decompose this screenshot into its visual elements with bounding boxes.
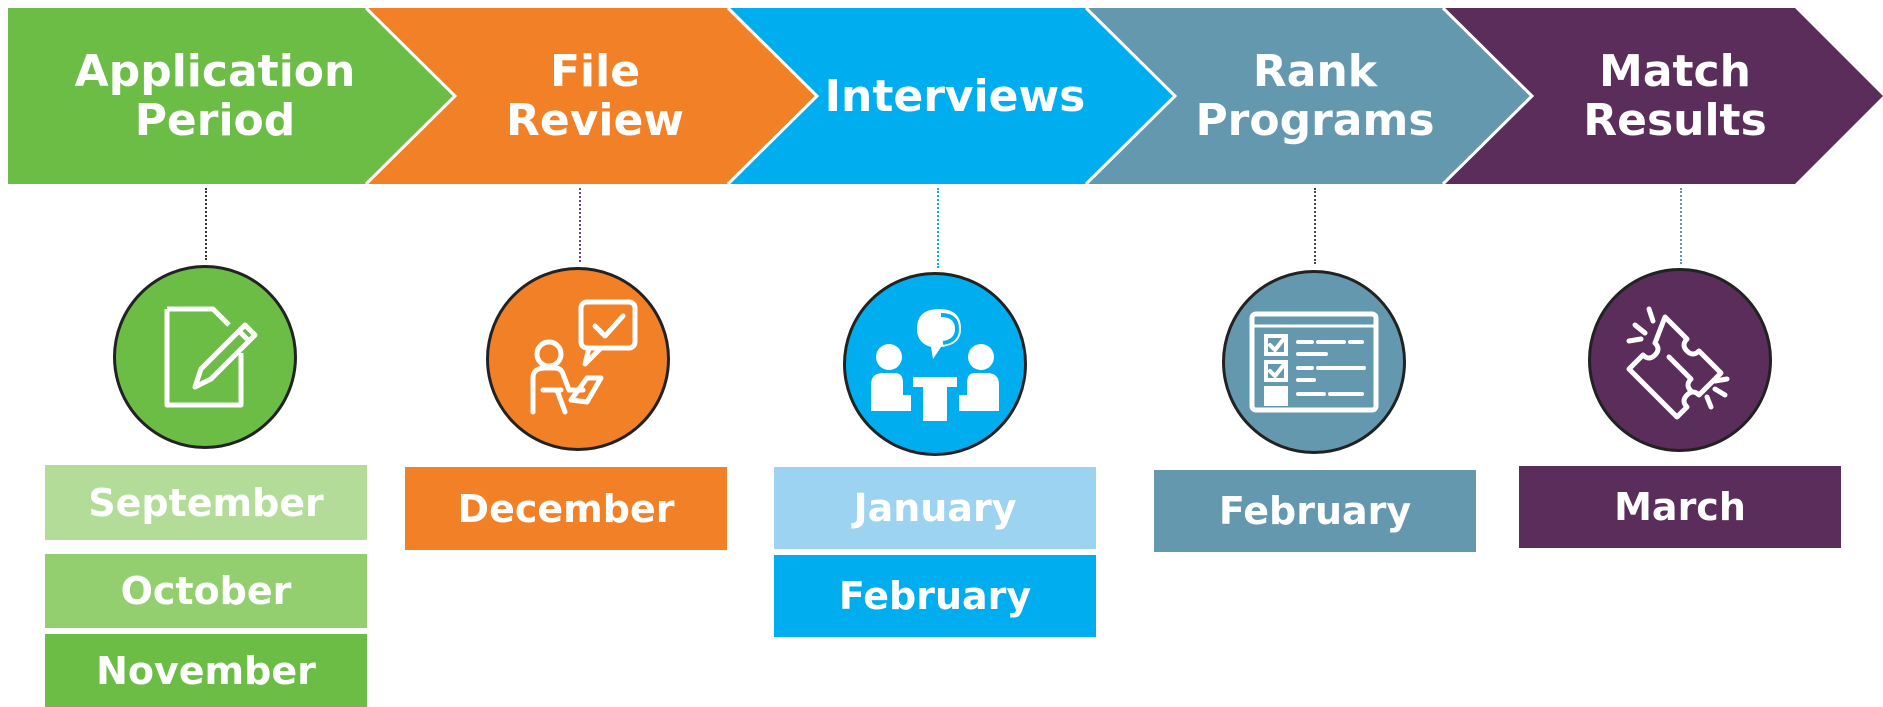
month-box-february-rank: February [1154,470,1476,552]
puzzle-icon [1626,306,1730,420]
interview-meeting-icon [871,309,999,421]
stage-label-match-results: Match Results [1530,8,1820,184]
icon-circle-application [113,265,297,449]
stage-label-line: Application [74,46,356,97]
chevron-file-review [366,8,817,184]
month-box-september: September [45,465,367,540]
icon-circle-interviews [843,272,1027,456]
stage-label-line: Results [1583,95,1767,146]
stage-label-line: Match [1599,46,1751,97]
connector-match-results [1680,188,1682,264]
connector-file-review [579,188,581,262]
connector-rank-programs [1314,188,1316,264]
stage-label-file-review: File Review [445,8,745,184]
stage-label-rank-programs: Rank Programs [1170,8,1460,184]
stage-label-line: Review [506,95,684,146]
stage-label-line: File [549,46,641,97]
chevron-interviews [728,8,1175,184]
month-box-february-interviews: February [774,555,1096,637]
stage-label-line: Interviews [824,70,1086,122]
stage-label-line: Rank [1252,46,1378,97]
month-box-october: October [45,554,367,628]
chevron-application [8,8,455,184]
stage-label-line: Period [134,95,296,146]
checklist-icon [1249,311,1379,413]
stage-label-application: Application Period [40,8,390,184]
icon-circle-file-review [486,267,670,451]
connector-interviews [937,188,939,268]
icon-circle-rank-programs [1222,270,1406,454]
stage-label-line: Programs [1195,95,1435,146]
timeline-arrows [8,6,1883,186]
month-box-march: March [1519,466,1841,548]
chevron-rank-programs [1086,8,1532,184]
icon-circle-match-results [1588,268,1772,452]
month-box-january: January [774,467,1096,549]
reviewer-checkmark-icon [530,299,638,415]
month-box-november: November [45,634,367,707]
chevron-match-results [1443,8,1883,184]
month-box-december: December [405,467,727,550]
stage-label-interviews: Interviews [810,8,1100,184]
document-pencil-icon [164,306,258,408]
connector-application [205,188,207,260]
